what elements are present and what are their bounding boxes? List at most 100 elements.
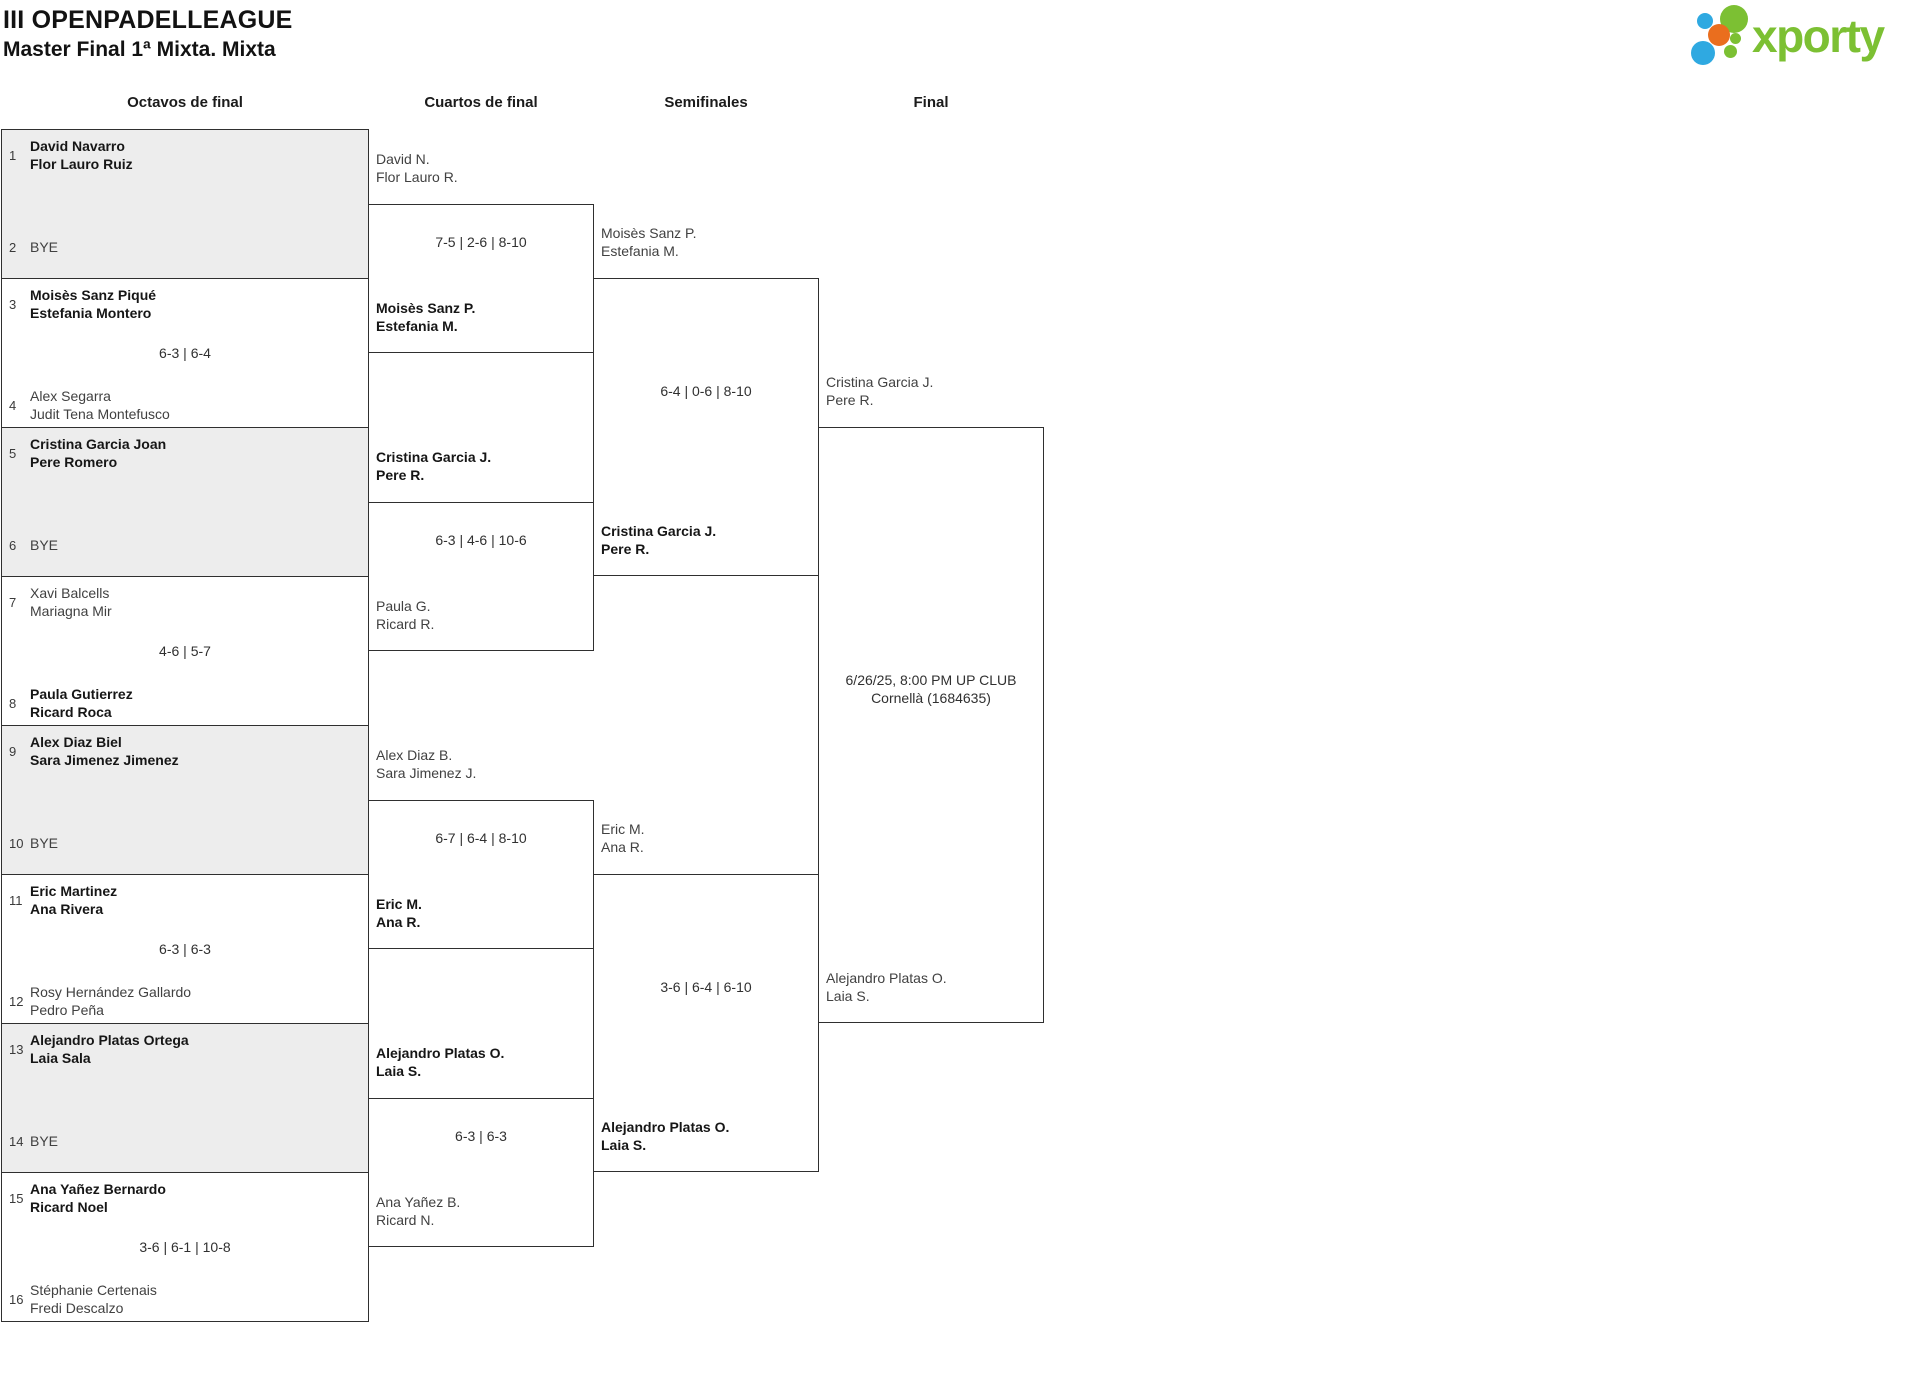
logo-dot-blue-large	[1691, 41, 1715, 65]
sf-match-2-box	[593, 874, 819, 1172]
team-name: Laia Sala	[30, 1050, 91, 1066]
team-name: Pere R.	[376, 467, 425, 483]
team-name: Estefania Montero	[30, 305, 152, 321]
team-name: BYE	[30, 1133, 59, 1149]
team-name: Cristina Garcia Joan	[30, 436, 167, 452]
seed-number: 5	[9, 445, 17, 461]
seed-number: 8	[9, 695, 17, 711]
match-slot: 14 BYE	[9, 1132, 362, 1150]
qf1-participant-top: David N.Flor Lauro R.	[376, 150, 588, 186]
team-name: Ricard N.	[376, 1212, 435, 1228]
sf2-score: 3-6 | 6-4 | 6-10	[660, 979, 752, 995]
team-name: Cristina Garcia J.	[601, 523, 717, 539]
qf-match-2-box	[368, 502, 594, 651]
qf-match-4-box	[368, 1098, 594, 1247]
seed-number: 3	[9, 296, 17, 312]
logo-dot-green-small	[1730, 33, 1741, 44]
team-name: Estefania M.	[376, 318, 458, 334]
team-name: Mariagna Mir	[30, 603, 112, 619]
page-title: III OPENPADELLEAGUE	[3, 6, 293, 34]
qf2-participant-top: Cristina Garcia J.Pere R.	[376, 448, 588, 484]
round-header-cuartos: Cuartos de final	[424, 94, 538, 111]
match-score: 6-3 | 6-4	[159, 345, 211, 361]
team-name: Flor Lauro R.	[376, 169, 458, 185]
team-name: Moisès Sanz Piqué	[30, 287, 157, 303]
team-name: BYE	[30, 835, 59, 851]
team-name: Flor Lauro Ruiz	[30, 156, 133, 172]
team-name: Fredi Descalzo	[30, 1300, 124, 1316]
seed-number: 10	[9, 835, 24, 851]
team-name: Alejandro Platas O.	[826, 970, 947, 986]
logo-wordmark: xporty	[1752, 10, 1885, 62]
team-name: Sara Jimenez J.	[376, 765, 477, 781]
team-name: Judit Tena Montefusco	[30, 406, 170, 422]
xporty-logo[interactable]: xporty	[1678, 4, 1920, 70]
match-score: 3-6 | 6-1 | 10-8	[139, 1239, 231, 1255]
qf3-participant-top: Alex Diaz B. Sara Jimenez J.	[376, 746, 588, 782]
seed-number: 2	[9, 239, 17, 255]
seed-number: 6	[9, 537, 17, 553]
qf3-participant-bottom: Eric M. Ana R.	[376, 895, 588, 931]
team-name: Pere R.	[826, 392, 874, 408]
final-venue: 6/26/25, 8:00 PM UP CLUB Cornellà (16846…	[818, 671, 1044, 707]
match-slot: 6 BYE	[9, 536, 362, 554]
team-name: Laia S.	[826, 988, 870, 1004]
team-name: Ana R.	[376, 914, 421, 930]
round-header-octavos: Octavos de final	[127, 94, 243, 111]
qf2-participant-bottom: Paula G. Ricard R.	[376, 597, 588, 633]
seed-number: 13	[9, 1041, 24, 1057]
final-club-id: Cornellà (1684635)	[871, 690, 991, 706]
qf1-score: 7-5 | 2-6 | 8-10	[435, 234, 527, 250]
team-name: Pere R.	[601, 541, 650, 557]
team-name: Ana Yañez B.	[376, 1194, 461, 1210]
final-match-box	[818, 427, 1044, 1023]
team-name: Xavi Balcells	[30, 585, 110, 601]
page-subtitle: Master Final 1ª Mixta. Mixta	[3, 38, 276, 61]
team-name: Eric M.	[376, 896, 422, 912]
team-name: Paula Gutierrez	[30, 686, 133, 702]
team-name: Ricard R.	[376, 616, 435, 632]
team-name: Ricard Noel	[30, 1199, 108, 1215]
round-header-final: Final	[913, 94, 949, 111]
final-participant-top: Cristina Garcia J. Pere R.	[826, 373, 1038, 409]
team-name: Estefania M.	[601, 243, 679, 259]
team-name: Alex Diaz B.	[376, 747, 453, 763]
team-name: Ana R.	[601, 839, 644, 855]
team-name: Laia S.	[601, 1137, 647, 1153]
final-datetime-location: 6/26/25, 8:00 PM UP CLUB	[845, 672, 1017, 688]
match-score: 6-3 | 6-3	[159, 941, 211, 957]
team-name: Ricard Roca	[30, 704, 112, 720]
team-name: Cristina Garcia J.	[826, 374, 934, 390]
team-name: Eric M.	[601, 821, 645, 837]
qf4-score: 6-3 | 6-3	[455, 1128, 507, 1144]
match-slot: 10 BYE	[9, 834, 362, 852]
seed-number: 14	[9, 1133, 24, 1149]
team-name: Ana Yañez Bernardo	[30, 1181, 166, 1197]
sf1-score: 6-4 | 0-6 | 8-10	[660, 383, 752, 399]
team-name: BYE	[30, 239, 59, 255]
team-name: Pere Romero	[30, 454, 118, 470]
logo-dot-green-small2	[1724, 45, 1737, 58]
team-name: Ana Rivera	[30, 901, 104, 917]
team-name: Pedro Peña	[30, 1002, 104, 1018]
team-name: Paula G.	[376, 598, 431, 614]
qf4-participant-top: Alejandro Platas O.Laia S.	[376, 1044, 588, 1080]
team-name: Alex Diaz Biel	[30, 734, 122, 750]
